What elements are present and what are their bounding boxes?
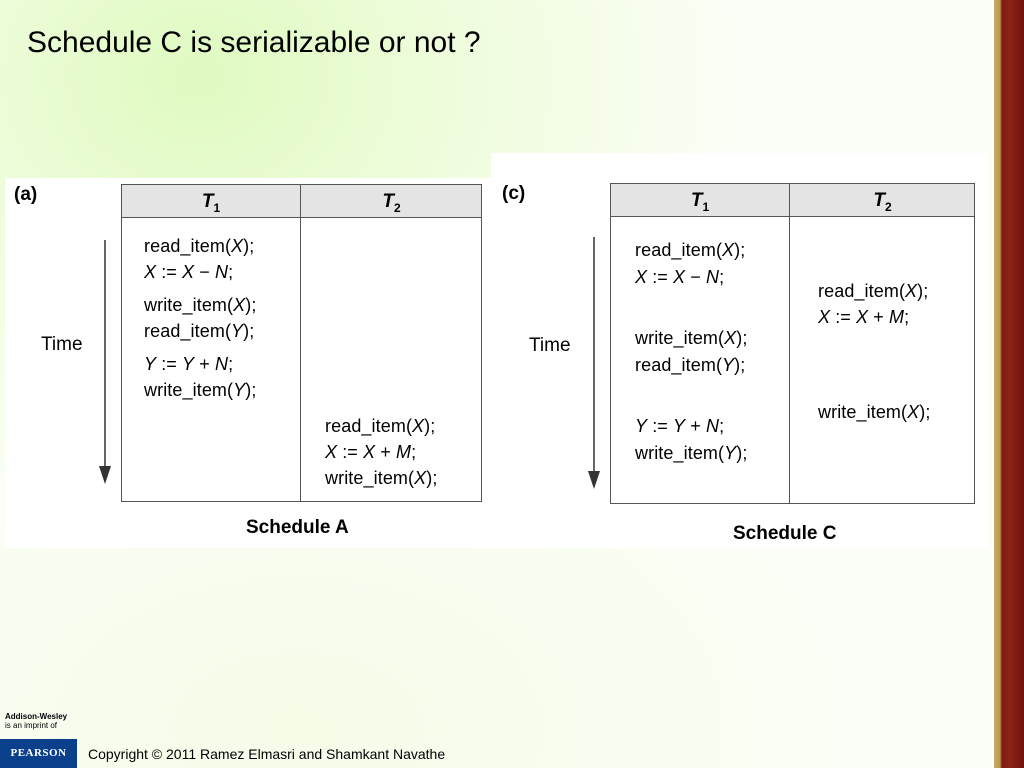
publisher-imprint-text: is an imprint of <box>5 721 58 730</box>
decorative-side-bar <box>994 0 1024 768</box>
publisher-name: Addison-Wesley <box>5 712 68 721</box>
a-t2-op-1: read_item(X); <box>325 416 436 436</box>
column-header-t1-a: T1 <box>201 191 221 215</box>
slide-title: Schedule C is serializable or not ? <box>27 26 481 59</box>
a-t1-op-2: X := X − N; <box>144 262 234 282</box>
time-label-a: Time <box>41 334 83 355</box>
a-t2-op-3: write_item(X); <box>325 468 438 488</box>
schedule-c-figure: (c) Time T1 T2 read_item(X); X := X − N;… <box>491 153 988 548</box>
c-t1-op-6: write_item(Y); <box>635 443 748 463</box>
panel-label-c: (c) <box>502 183 526 204</box>
a-t1-op-5: Y := Y + N; <box>144 354 234 374</box>
publisher-mark: Addison-Wesley is an imprint of <box>5 712 77 730</box>
column-header-t2-c: T2 <box>873 190 892 214</box>
a-t2-op-2: X := X + M; <box>325 442 417 462</box>
a-t1-op-6: write_item(Y); <box>144 380 257 400</box>
c-t1-op-1: read_item(X); <box>635 240 746 260</box>
schedule-a-caption: Schedule A <box>246 517 349 538</box>
column-divider-c <box>789 184 790 503</box>
c-t1-op-2: X := X − N; <box>635 267 725 287</box>
schedule-a-figure: (a) Time T1 T2 read_item(X); X := X − N;… <box>5 178 491 548</box>
column-divider-a <box>300 185 301 501</box>
c-t1-op-5: Y := Y + N; <box>635 416 725 436</box>
column-header-t1-c: T1 <box>690 190 710 214</box>
schedule-c-caption: Schedule C <box>733 523 837 544</box>
c-t1-op-3: write_item(X); <box>635 328 748 348</box>
table-header-c <box>611 184 974 217</box>
c-t2-op-1: read_item(X); <box>818 281 929 301</box>
pearson-logo: PEARSON <box>0 739 77 768</box>
time-label-c: Time <box>529 335 571 356</box>
c-t2-op-2: X := X + M; <box>818 307 910 327</box>
a-t1-op-1: read_item(X); <box>144 236 255 256</box>
panel-label-a: (a) <box>14 184 38 205</box>
schedule-c-table: T1 T2 read_item(X); X := X − N; write_it… <box>610 183 975 504</box>
copyright-notice: Copyright © 2011 Ramez Elmasri and Shamk… <box>88 746 446 762</box>
column-header-t2-a: T2 <box>382 191 401 215</box>
c-t1-op-4: read_item(Y); <box>635 355 746 375</box>
table-header-a <box>122 185 481 218</box>
a-t1-op-3: write_item(X); <box>144 295 257 315</box>
c-t2-op-3: write_item(X); <box>818 402 931 422</box>
time-arrow-c-icon <box>588 237 600 489</box>
schedule-a-table: T1 T2 read_item(X); X := X − N; write_it… <box>121 184 482 502</box>
a-t1-op-4: read_item(Y); <box>144 321 255 341</box>
time-arrow-a-icon <box>99 240 111 484</box>
